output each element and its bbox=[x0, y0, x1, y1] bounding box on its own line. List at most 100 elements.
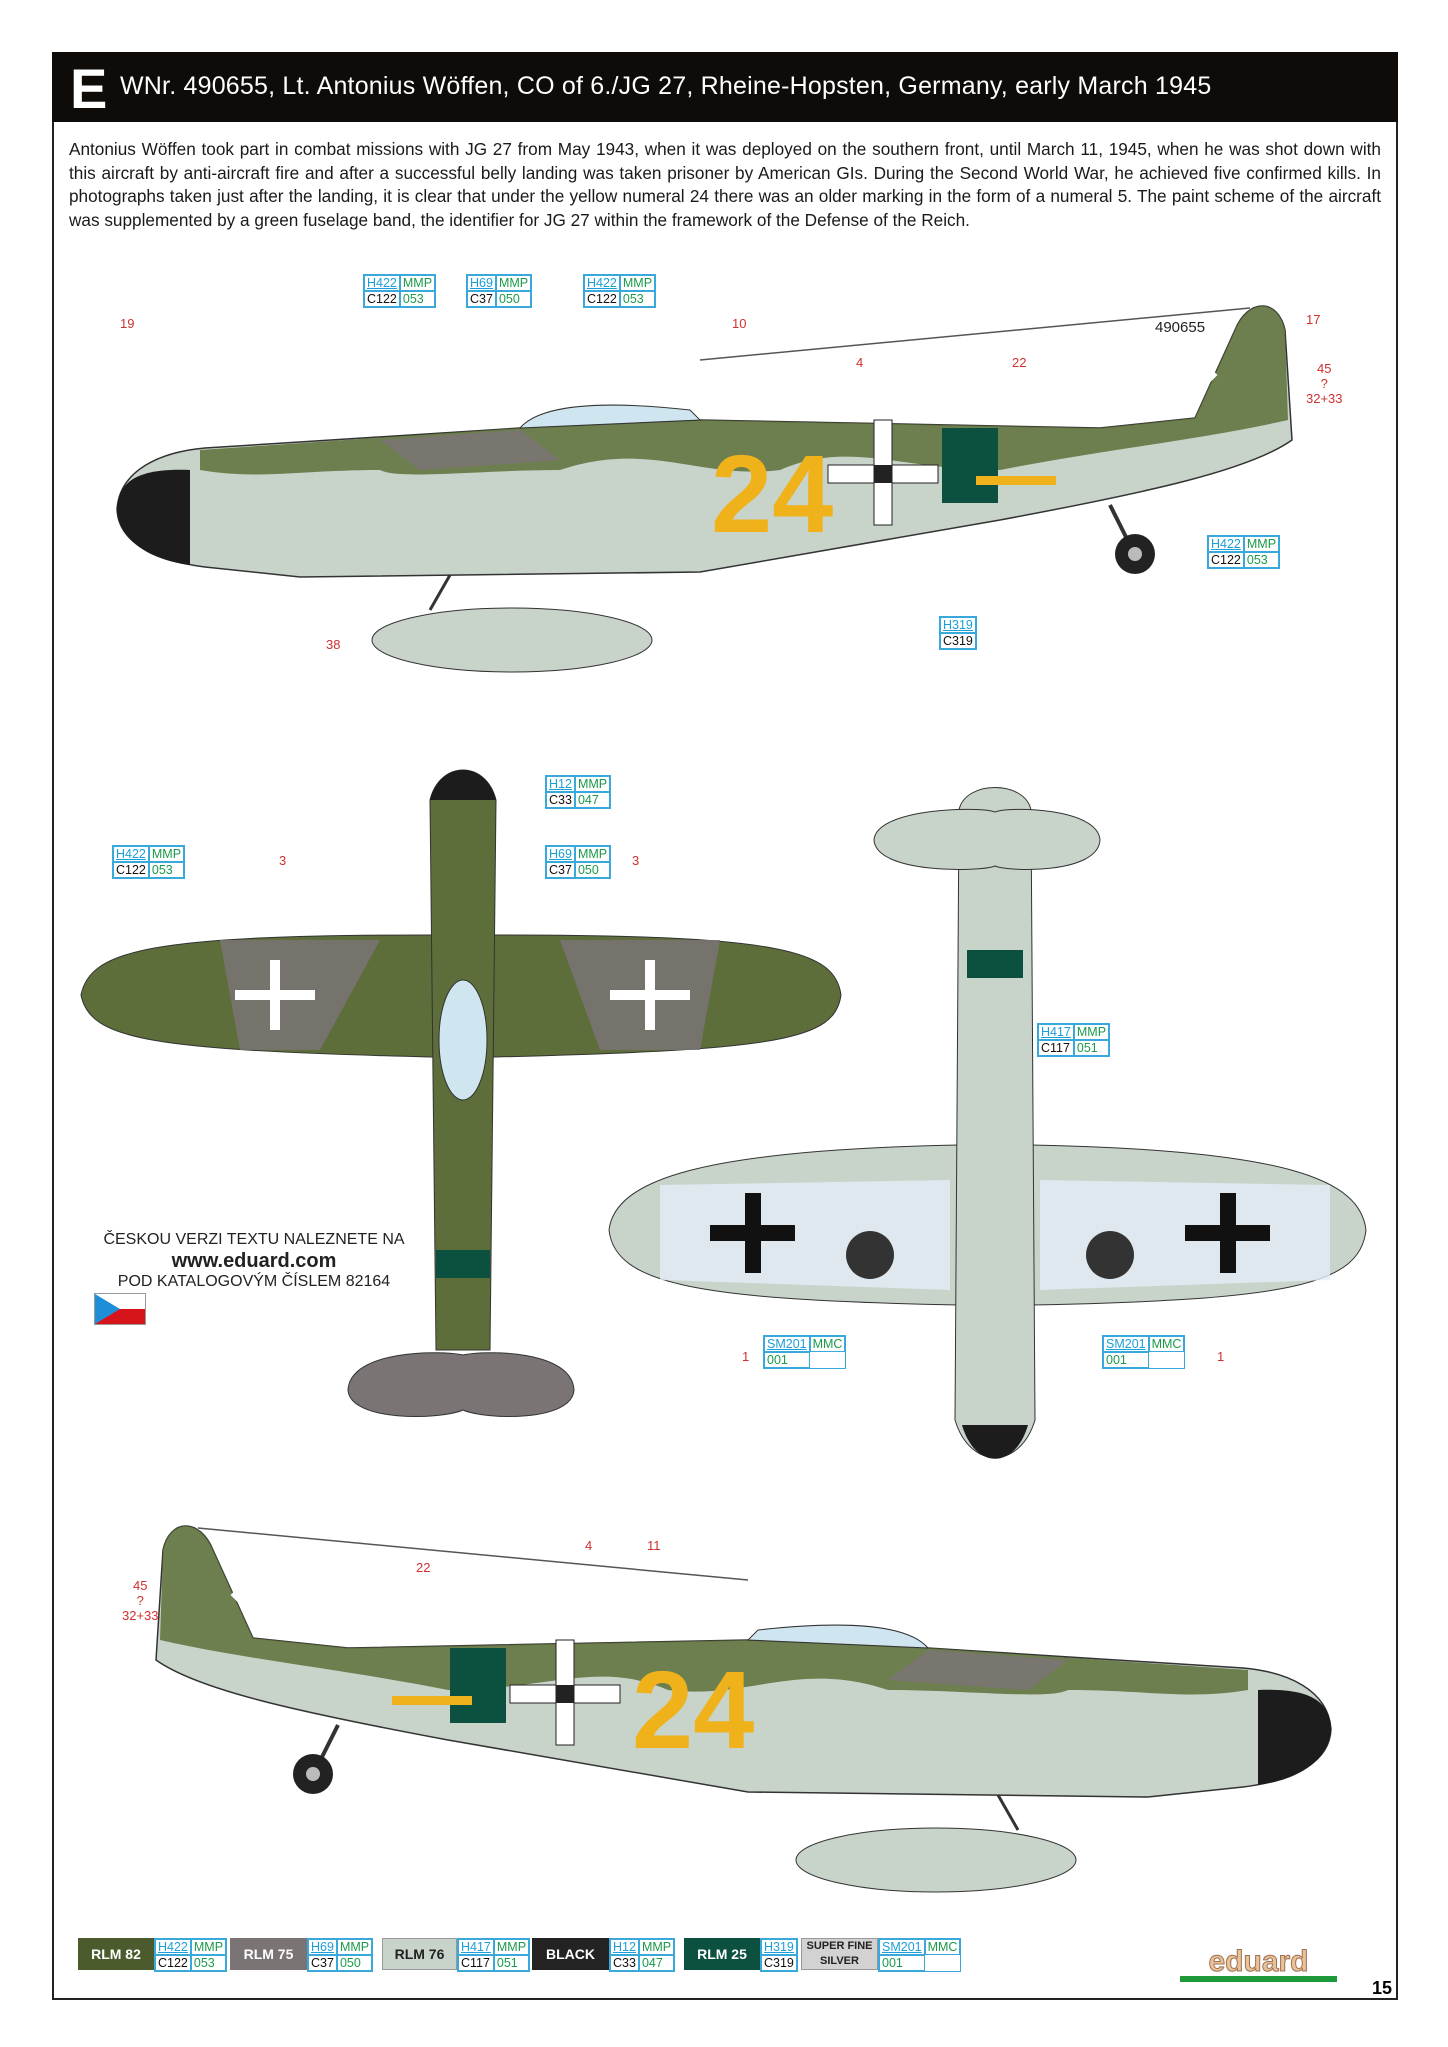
decal-number-label: 22 bbox=[416, 1560, 431, 1575]
paint-code-m: MMP bbox=[148, 846, 185, 862]
paint-code-c: C117 bbox=[1038, 1040, 1074, 1056]
decal-number-label: 1 bbox=[742, 1349, 750, 1364]
paint-code-c: C319 bbox=[761, 1955, 797, 1971]
paint-code-c: C122 bbox=[584, 291, 620, 307]
decal-number-label: 45 ? 32+33 bbox=[1306, 361, 1343, 406]
paint-code-h: H422 bbox=[155, 1939, 191, 1955]
legend-swatch: RLM 75 bbox=[230, 1938, 307, 1970]
paint-code-n: 051 bbox=[1073, 1040, 1110, 1056]
paint-code-c: C122 bbox=[155, 1955, 191, 1971]
decal-number-label: 3 bbox=[279, 853, 287, 868]
legend-swatch: BLACK bbox=[532, 1938, 609, 1970]
paint-code-m: MMP bbox=[574, 846, 611, 862]
paint-code-m: MMP bbox=[190, 1939, 227, 1955]
paint-code-m: MMC bbox=[924, 1939, 961, 1955]
paint-code-h: H422 bbox=[113, 846, 149, 862]
paint-code-n: 001 bbox=[1103, 1352, 1149, 1368]
paint-code-m: MMC bbox=[1148, 1336, 1185, 1352]
paint-code-h: H417 bbox=[458, 1939, 494, 1955]
paint-code-h: H69 bbox=[546, 846, 575, 862]
paint-code-n: 053 bbox=[399, 291, 436, 307]
czech-line-1: ČESKOU VERZI TEXTU NALEZNETE NA bbox=[103, 1231, 405, 1248]
decal-number-label: 19 bbox=[120, 316, 135, 331]
page-number: 15 bbox=[1372, 1978, 1393, 1998]
decal-number-label: 10 bbox=[732, 316, 747, 331]
paint-code-h: H422 bbox=[584, 275, 620, 291]
paint-code-m: MMP bbox=[399, 275, 436, 291]
paint-code-c: C37 bbox=[467, 291, 496, 307]
paint-code-n: 053 bbox=[148, 862, 185, 878]
paint-code-m: MMP bbox=[495, 275, 532, 291]
legend-swatch: SUPER FINE SILVER bbox=[801, 1938, 878, 1970]
paint-code-h: SM201 bbox=[879, 1939, 925, 1955]
paint-code-m: MMP bbox=[574, 776, 611, 792]
paint-code-c: C117 bbox=[458, 1955, 494, 1971]
decal-number-label: 17 bbox=[1306, 312, 1321, 327]
bottom-view bbox=[608, 787, 1367, 1459]
paint-code-h: H12 bbox=[546, 776, 575, 792]
paint-code-m: MMP bbox=[1243, 536, 1280, 552]
paint-code-n: 001 bbox=[764, 1352, 810, 1368]
paint-code-h: H422 bbox=[1208, 536, 1244, 552]
decal-number-label: 38 bbox=[326, 637, 341, 652]
eduard-logo: eduard bbox=[1180, 1946, 1337, 1982]
profile-letter: E bbox=[70, 57, 108, 120]
decal-number-label: 22 bbox=[1012, 355, 1027, 370]
paint-code-n: 053 bbox=[1243, 552, 1280, 568]
paint-code-n: 047 bbox=[574, 792, 611, 808]
fuselage-numeral-left: 24 bbox=[711, 433, 833, 556]
legend-swatch: RLM 25 bbox=[684, 1938, 760, 1970]
decal-number-label: 4 bbox=[585, 1538, 593, 1553]
paint-code-c: C122 bbox=[1208, 552, 1244, 568]
paint-code-n: 050 bbox=[574, 862, 611, 878]
paint-code-c: C33 bbox=[546, 792, 575, 808]
paint-code-n: 047 bbox=[638, 1955, 675, 1971]
paint-code-m: MMP bbox=[336, 1939, 373, 1955]
paint-code-c: C37 bbox=[546, 862, 575, 878]
paint-code-n: 050 bbox=[336, 1955, 373, 1971]
paint-code-m: MMP bbox=[1073, 1024, 1110, 1040]
legend-swatch: RLM 82 bbox=[78, 1938, 154, 1970]
paint-code-n: 051 bbox=[493, 1955, 530, 1971]
paint-code-h: H12 bbox=[610, 1939, 639, 1955]
paint-code-h: H319 bbox=[761, 1939, 797, 1955]
decal-number-label: 3 bbox=[632, 853, 640, 868]
left-side-view bbox=[115, 304, 1294, 674]
czech-notice: ČESKOU VERZI TEXTU NALEZNETE NA www.edua… bbox=[94, 1230, 414, 1292]
paint-code-m: MMP bbox=[493, 1939, 530, 1955]
paint-code-n: 001 bbox=[879, 1955, 925, 1971]
paint-code-n: 050 bbox=[495, 291, 532, 307]
profile-header: E WNr. 490655, Lt. Antonius Wöffen, CO o… bbox=[52, 52, 1398, 122]
czech-url-link[interactable]: www.eduard.com bbox=[171, 1250, 337, 1272]
paint-code-n: 053 bbox=[619, 291, 656, 307]
werknummer-tail: 490655 bbox=[1155, 319, 1205, 336]
paint-code-m: MMP bbox=[638, 1939, 675, 1955]
paint-code-h: H69 bbox=[467, 275, 496, 291]
paint-code-h: H319 bbox=[940, 617, 976, 633]
paint-code-m: MMC bbox=[809, 1336, 846, 1352]
top-view bbox=[80, 769, 842, 1418]
intro-text: Antonius Wöffen took part in combat miss… bbox=[69, 139, 1381, 230]
paint-code-c: C33 bbox=[610, 1955, 639, 1971]
profile-title: WNr. 490655, Lt. Antonius Wöffen, CO of … bbox=[120, 72, 1212, 100]
paint-code-c: C319 bbox=[940, 633, 976, 649]
decal-number-label: 11 bbox=[647, 1538, 661, 1553]
paint-code-m: MMP bbox=[619, 275, 656, 291]
paint-code-c: C122 bbox=[364, 291, 400, 307]
czech-line-2: POD KATALOGOVÝM ČÍSLEM 82164 bbox=[117, 1273, 391, 1290]
paint-code-h: H417 bbox=[1038, 1024, 1074, 1040]
